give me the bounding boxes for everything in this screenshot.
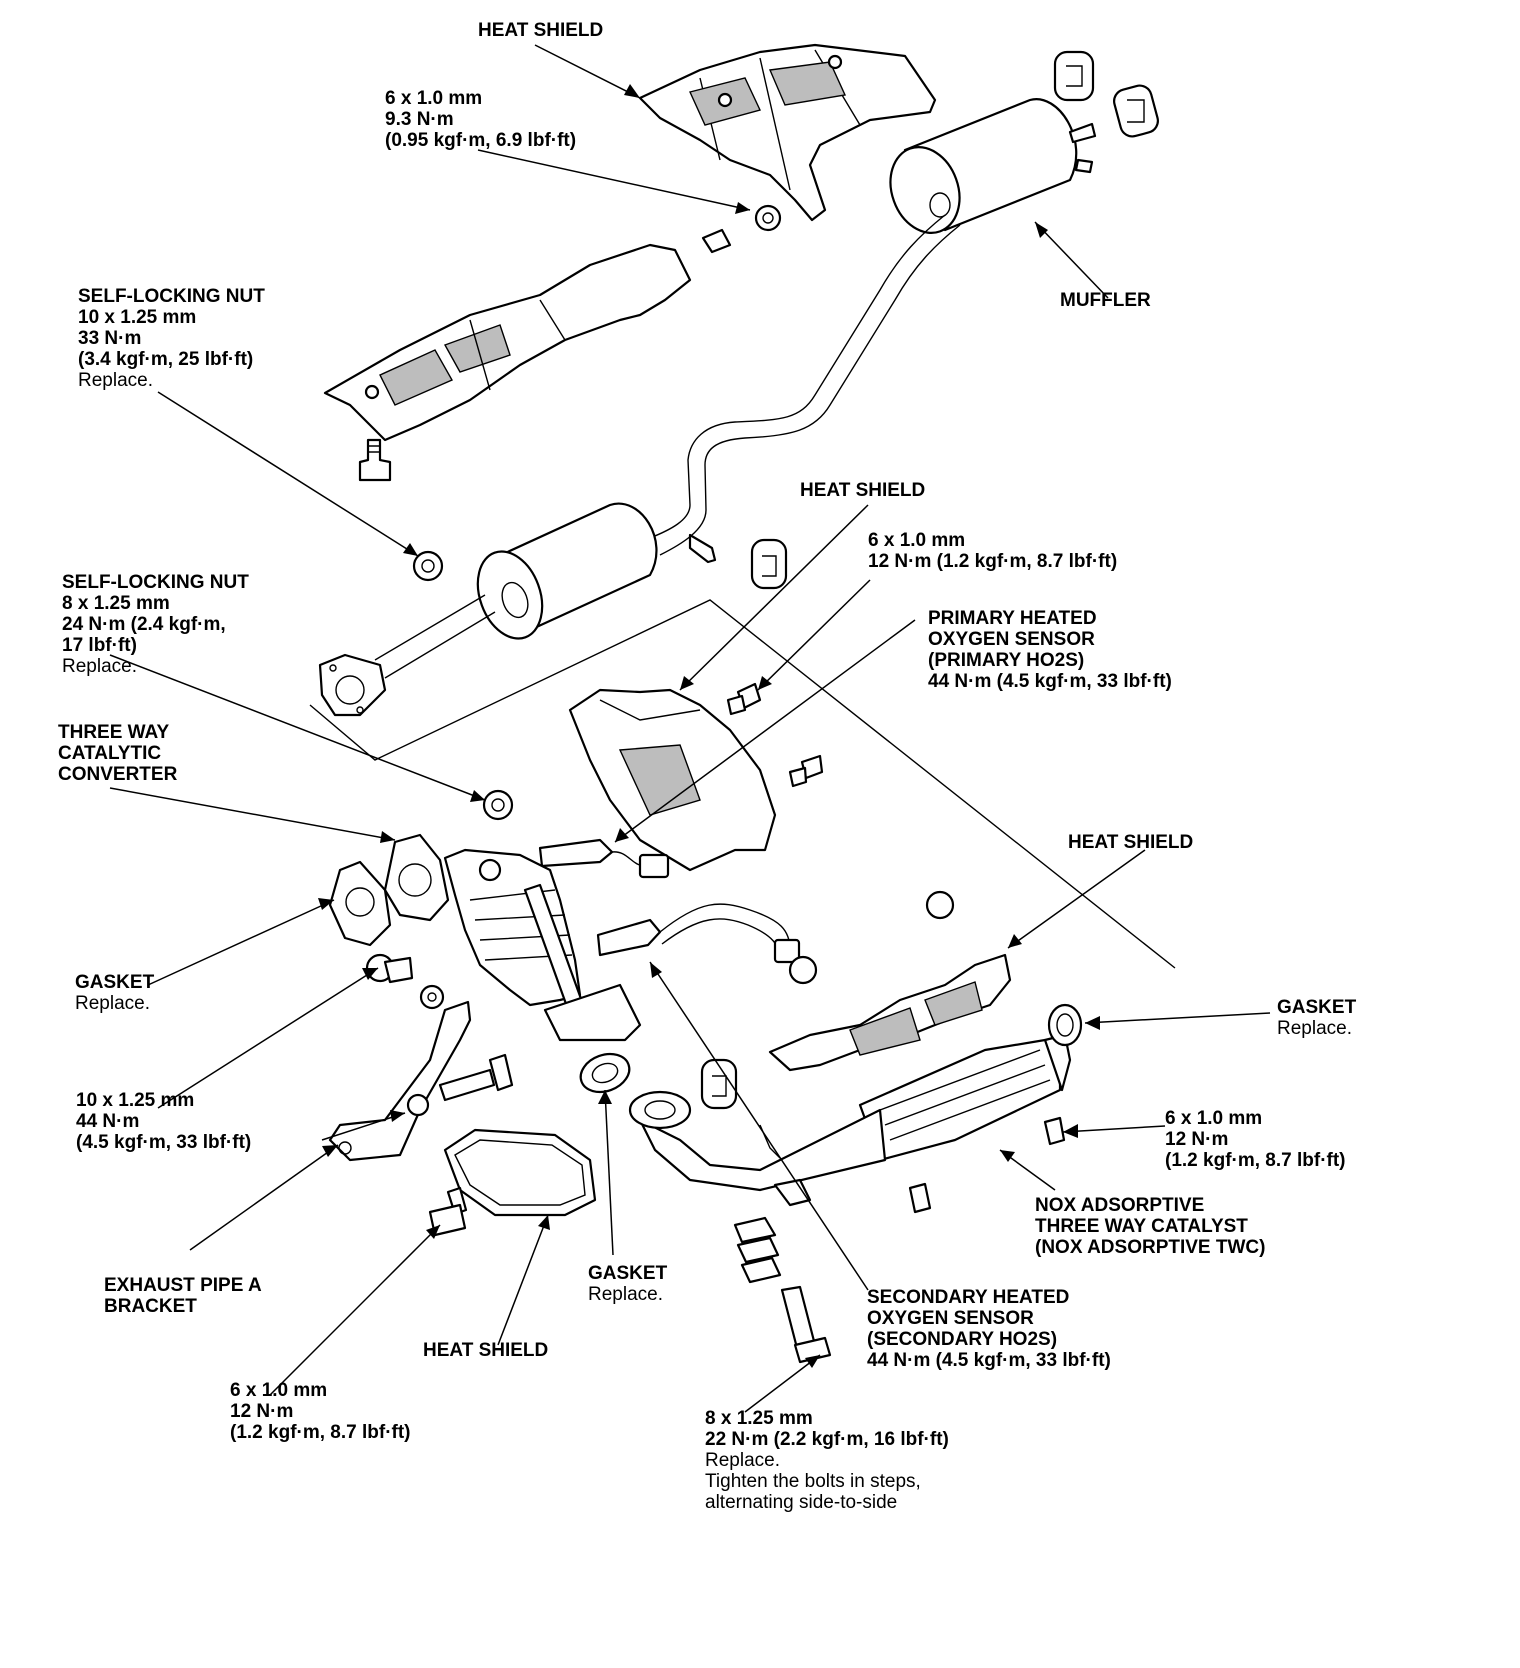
bolts-mid (726, 682, 824, 788)
label-heat-shield-top: HEAT SHIELD (478, 20, 604, 41)
spring-bolt (733, 1216, 832, 1364)
bolts-catalytic (365, 953, 445, 1010)
label-gasket-left: GASKET Replace. (75, 972, 155, 1014)
heat-shield-bottom-part (443, 1128, 597, 1217)
heat-shield-top-part (638, 43, 937, 222)
nut-center (412, 550, 444, 582)
arrowheads (318, 84, 1100, 1368)
heat-shield-right-part (768, 953, 1012, 1072)
label-gasket-right: GASKET Replace. (1277, 997, 1357, 1039)
detail-bracket-lines (309, 599, 1176, 969)
nut-top (701, 204, 782, 254)
heat-shield-upper-left-part (323, 243, 692, 442)
gasket-bottom-part (579, 1052, 631, 1094)
middle-pipe (649, 214, 961, 564)
hanger-center (750, 538, 788, 590)
hanger-bottom (700, 1058, 781, 1159)
leader-lines (109, 44, 1271, 1413)
three-way-catalytic-converter-part (328, 833, 642, 1042)
label-exhaust-pipe-a-bracket: EXHAUST PIPE A BRACKET (104, 1275, 262, 1317)
primary-o2-sensor (538, 838, 670, 879)
label-heat-shield-right: HEAT SHIELD (1068, 832, 1194, 853)
nuts-right (788, 890, 1083, 1214)
label-bolt-bottom: 6 x 1.0 mm 12 N·m (1.2 kgf·m, 8.7 lbf·ft… (230, 1380, 411, 1443)
label-muffler: MUFFLER (1060, 290, 1151, 311)
label-bolt-right: 6 x 1.0 mm 12 N·m (1.2 kgf·m, 8.7 lbf·ft… (1165, 1108, 1346, 1171)
label-bolt-10-44: 10 x 1.25 mm 44 N·m (4.5 kgf·m, 33 lbf·f… (76, 1090, 252, 1153)
heat-shield-mid-part (568, 688, 777, 872)
label-heat-shield-mid: HEAT SHIELD (800, 480, 926, 501)
resonator-part (318, 502, 658, 717)
label-secondary-ho2s: SECONDARY HEATED OXYGEN SENSOR (SECONDAR… (867, 1287, 1111, 1371)
exhaust-pipe-a-bracket (328, 1000, 514, 1162)
label-gasket-bottom: GASKET Replace. (588, 1263, 668, 1305)
nox-adsorptive-twc-part (628, 1033, 1072, 1207)
secondary-o2-sensor (596, 903, 801, 964)
label-bolt-mid: 6 x 1.0 mm 12 N·m (1.2 kgf·m, 8.7 lbf·ft… (868, 530, 1118, 572)
label-heat-shield-bottom: HEAT SHIELD (423, 1340, 549, 1361)
bolt-upper-left (358, 438, 392, 482)
label-spring-bolt: 8 x 1.25 mm 22 N·m (2.2 kgf·m, 16 lbf·ft… (705, 1408, 949, 1513)
label-nox-adsorptive-twc: NOX ADSORPTIVE THREE WAY CATALYST (NOX A… (1035, 1195, 1266, 1258)
muffler-part (889, 98, 1097, 234)
label-bolt-top: 6 x 1.0 mm 9.3 N·m (0.95 kgf·m, 6.9 lbf·… (385, 88, 577, 151)
label-primary-ho2s: PRIMARY HEATED OXYGEN SENSOR (PRIMARY HO… (928, 608, 1172, 692)
hangers-top (1053, 50, 1159, 138)
label-three-way-catalytic-converter: THREE WAY CATALYTIC CONVERTER (58, 722, 178, 785)
nut-catalytic (482, 789, 514, 821)
label-self-locking-nut-10: SELF-LOCKING NUT 10 x 1.25 mm 33 N·m (3.… (78, 286, 265, 391)
label-self-locking-nut-8: SELF-LOCKING NUT 8 x 1.25 mm 24 N·m (2.4… (62, 572, 249, 677)
